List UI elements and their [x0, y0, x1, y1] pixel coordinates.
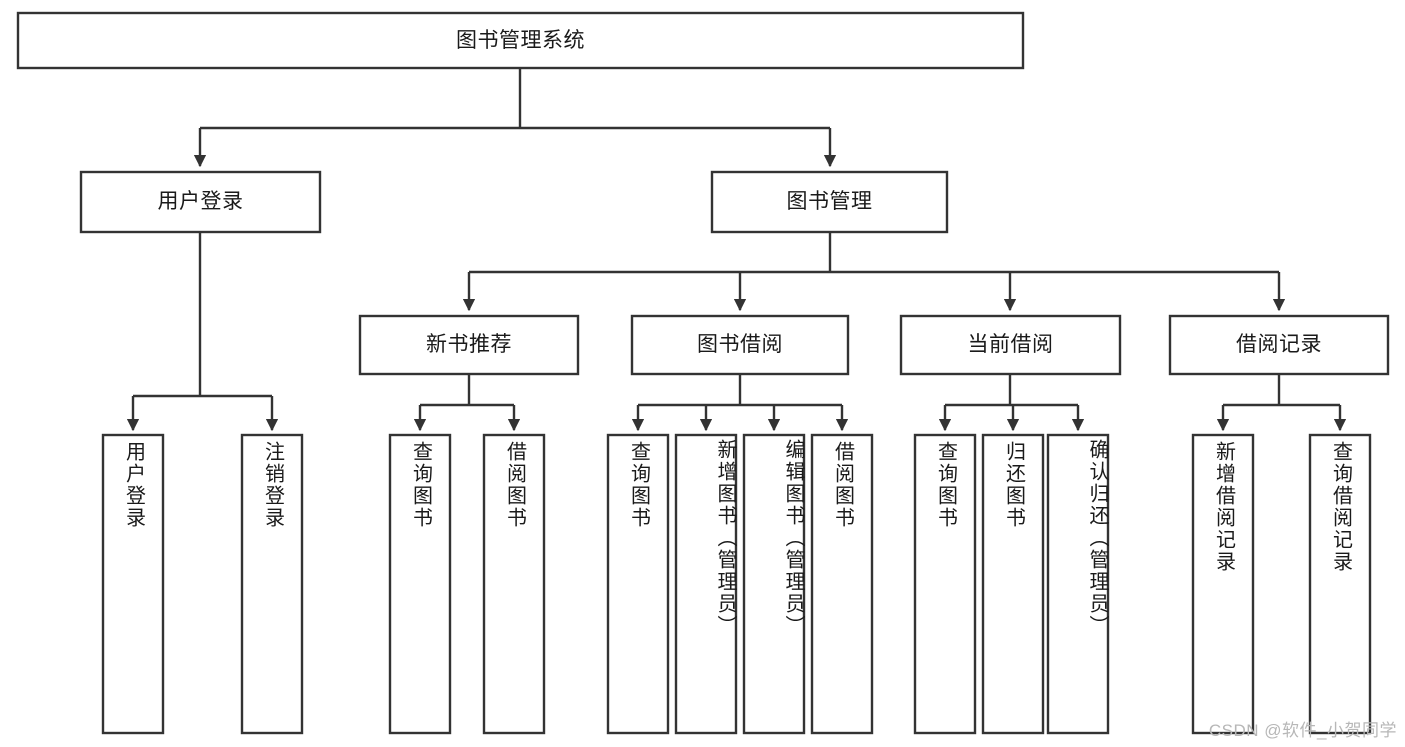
connector-book-borrow-bus: [638, 374, 842, 407]
leaf-cur-confirm-return-box[interactable]: [1046, 433, 1110, 735]
connector-borrow-record-bus: [1223, 374, 1340, 407]
leaf-rec-borrow-book-box[interactable]: [482, 433, 546, 735]
node-book-manage-box[interactable]: [710, 170, 949, 234]
leaf-cur-query-book-box[interactable]: [913, 433, 977, 735]
node-user-login-box[interactable]: [79, 170, 322, 234]
leaf-rec-query-record-box[interactable]: [1308, 433, 1372, 735]
leaf-user-login-box[interactable]: [101, 433, 165, 735]
node-new-book-rec-box[interactable]: [358, 314, 580, 376]
leaf-rec-add-record-box[interactable]: [1191, 433, 1255, 735]
connector-book-manage-bus: [469, 232, 1279, 274]
leaf-borrow-query-book-box[interactable]: [606, 433, 670, 735]
connector-new-book-rec-bus: [420, 374, 514, 407]
connector-root-bus: [200, 68, 830, 130]
node-root-box[interactable]: [16, 11, 1025, 70]
node-book-borrow-box[interactable]: [630, 314, 850, 376]
node-borrow-record-box[interactable]: [1168, 314, 1390, 376]
leaf-rec-query-book-box[interactable]: [388, 433, 452, 735]
leaf-user-logout-box[interactable]: [240, 433, 304, 735]
leaf-cur-return-book-box[interactable]: [981, 433, 1045, 735]
leaf-borrow-add-book-box[interactable]: [674, 433, 738, 735]
node-current-borrow-box[interactable]: [899, 314, 1122, 376]
connector-user-login-bus: [133, 232, 272, 398]
leaf-borrow-edit-book-box[interactable]: [742, 433, 806, 735]
leaf-borrow-borrow-book-box[interactable]: [810, 433, 874, 735]
watermark-text: CSDN @软件_小贺同学: [1208, 721, 1397, 740]
connector-current-borrow-bus: [945, 374, 1078, 407]
